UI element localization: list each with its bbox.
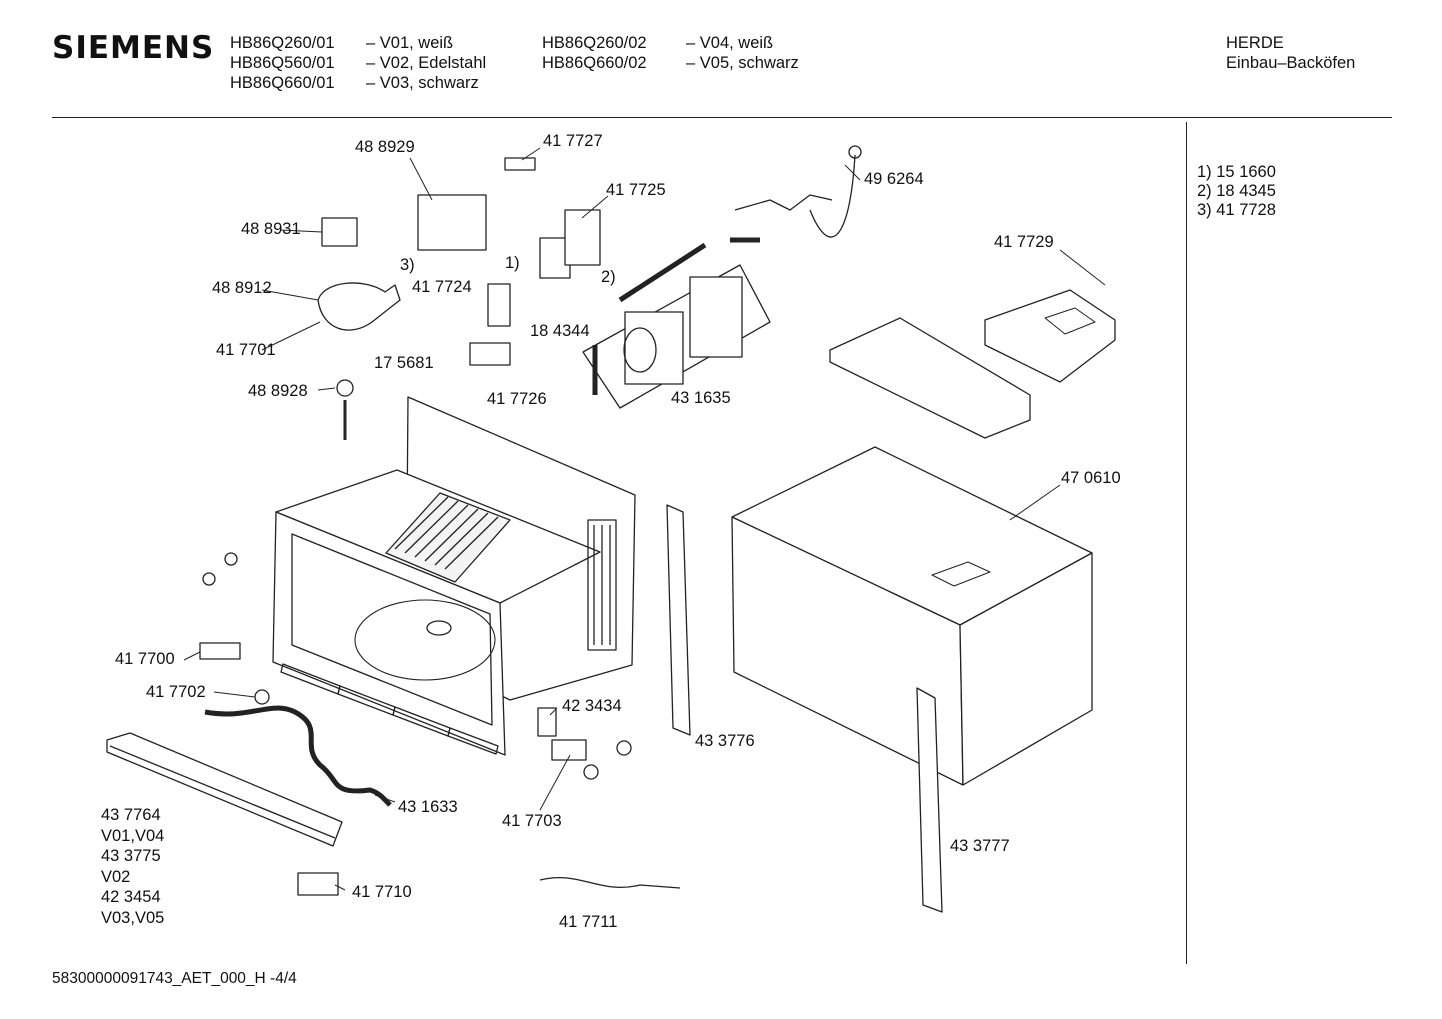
variant-code: V03,V05 — [101, 908, 165, 927]
model-list-col2: HB86Q260/02 HB86Q660/02 — [542, 33, 647, 73]
heating-element-part — [204, 705, 392, 807]
part-label: 41 7729 — [994, 233, 1054, 251]
variant-label: – V02, Edelstahl — [366, 54, 487, 72]
part-label: 17 5681 — [374, 354, 434, 372]
document-id-footer: 58300000091743_AET_000_H -4/4 — [52, 970, 297, 987]
variant-code: V01,V04 — [101, 826, 165, 845]
part-label: 42 3434 — [562, 697, 622, 715]
reference-marker: 1) — [505, 254, 520, 272]
small-components-part — [199, 145, 862, 896]
part-label: 41 7700 — [115, 650, 175, 668]
part-label: 41 7703 — [502, 812, 562, 830]
part-label: 43 1635 — [671, 389, 731, 407]
variant-list-col2: – V04, weiß – V05, schwarz — [686, 33, 799, 73]
trim-variant-list: 43 7764 V01,V04 43 3775 V02 42 3454 V03,… — [101, 805, 164, 928]
part-label: 41 7711 — [559, 913, 618, 931]
part-label: 48 8912 — [212, 279, 272, 297]
part-label: 43 7764 — [101, 806, 161, 824]
variant-label: – V04, weiß — [686, 34, 774, 52]
part-label: 47 0610 — [1061, 469, 1121, 487]
header-divider — [52, 117, 1392, 118]
part-label: 41 7725 — [606, 181, 666, 199]
category-block: HERDE Einbau–Backöfen — [1226, 33, 1355, 73]
part-label: 41 7724 — [412, 278, 472, 296]
part-label: 18 4344 — [530, 322, 590, 340]
variant-label: – V03, schwarz — [366, 74, 479, 92]
model-number: HB86Q660/01 — [230, 74, 335, 92]
part-label: 41 7702 — [146, 683, 206, 701]
part-label: 43 3777 — [950, 837, 1010, 855]
outer-casing-part — [731, 446, 1093, 786]
front-trim-strip-part — [106, 732, 343, 847]
sidebar-divider — [1186, 122, 1187, 964]
model-number: HB86Q660/02 — [542, 54, 647, 72]
part-label: 43 3775 — [101, 847, 161, 865]
footnote-item: 2) 18 4345 — [1197, 182, 1276, 200]
category-subtitle: Einbau–Backöfen — [1226, 54, 1356, 72]
part-label: 48 8928 — [248, 382, 308, 400]
part-label: 43 1633 — [398, 798, 458, 816]
part-label: 42 3454 — [101, 888, 161, 906]
footnote-list: 1) 15 1660 2) 18 4345 3) 41 7728 — [1197, 163, 1276, 220]
model-number: HB86Q260/02 — [542, 34, 647, 52]
part-label: 48 8929 — [355, 138, 415, 156]
part-label: 41 7710 — [352, 883, 412, 901]
model-number: HB86Q260/01 — [230, 34, 335, 52]
variant-label: – V05, schwarz — [686, 54, 799, 72]
part-label: 48 8931 — [241, 220, 301, 238]
footnote-item: 1) 15 1660 — [1197, 163, 1276, 181]
fan-motor-assembly-part — [582, 237, 771, 409]
reference-marker: 3) — [400, 256, 415, 274]
footnote-item: 3) 41 7728 — [1197, 201, 1276, 219]
variant-list-col1: – V01, weiß – V02, Edelstahl – V03, schw… — [366, 33, 486, 93]
reference-marker: 2) — [601, 268, 616, 286]
brand-logo: SIEMENS — [52, 30, 215, 66]
variant-label: – V01, weiß — [366, 34, 454, 52]
oven-cavity-part — [272, 396, 636, 756]
part-label: 43 3776 — [695, 732, 755, 750]
part-label: 41 7701 — [216, 341, 276, 359]
mounting-bracket-part — [829, 289, 1116, 439]
part-label: 41 7727 — [543, 132, 603, 150]
model-number: HB86Q560/01 — [230, 54, 335, 72]
part-label: 49 6264 — [864, 170, 924, 188]
side-rail-part — [666, 504, 943, 913]
model-list-col1: HB86Q260/01 HB86Q560/01 HB86Q660/01 — [230, 33, 335, 93]
variant-code: V02 — [101, 867, 131, 886]
leader-lines — [183, 147, 1106, 891]
category-title: HERDE — [1226, 34, 1284, 52]
part-label: 41 7726 — [487, 390, 547, 408]
